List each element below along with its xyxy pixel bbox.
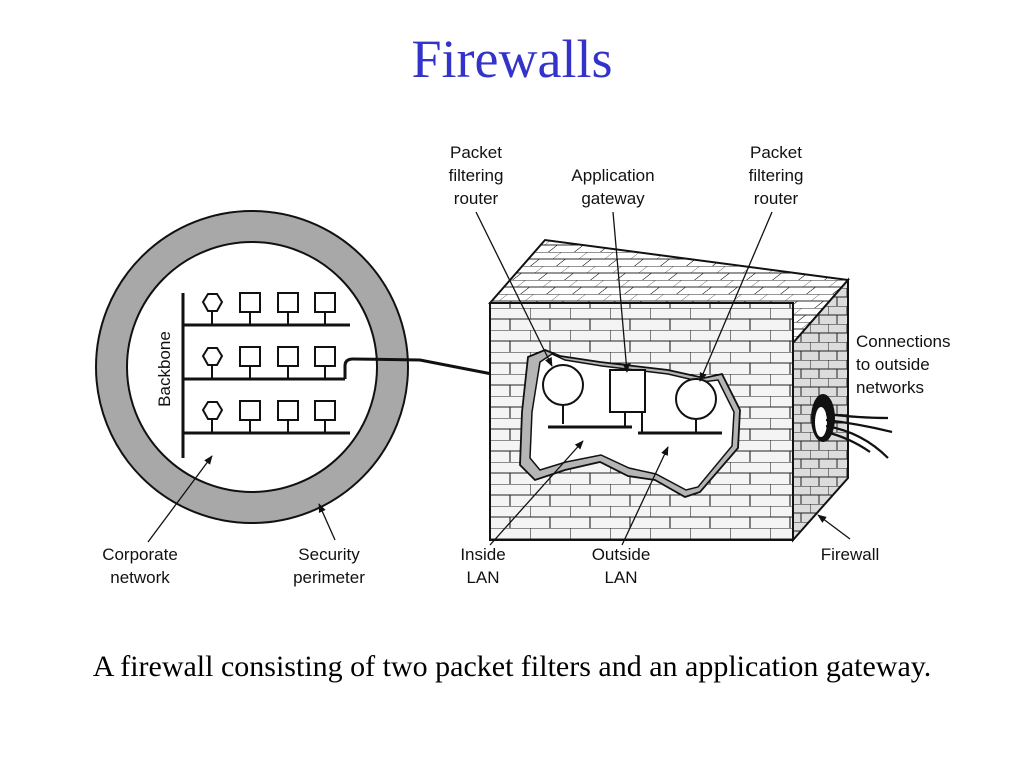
slide-caption: A firewall consisting of two packet filt… xyxy=(92,650,932,683)
svg-text:Application: Application xyxy=(571,166,654,185)
lan-row-2 xyxy=(183,346,345,381)
host-icon xyxy=(239,346,261,367)
host-icon xyxy=(277,400,299,421)
svg-text:LAN: LAN xyxy=(604,568,637,587)
svg-text:Corporate: Corporate xyxy=(102,545,178,564)
label-outside-lan: Outside LAN xyxy=(592,545,651,587)
host-icon xyxy=(314,400,336,421)
svg-text:Packet: Packet xyxy=(750,143,802,162)
label-connections: Connections to outside networks xyxy=(856,332,951,397)
host-icon xyxy=(277,292,299,313)
label-packet-filter-right: Packet filtering router xyxy=(749,143,804,208)
packet-filter-router-outside xyxy=(675,378,717,420)
inside-lan-devices xyxy=(542,364,722,435)
corporate-network-group: Backbone xyxy=(95,210,409,524)
svg-text:router: router xyxy=(754,189,799,208)
link-cable xyxy=(343,357,493,379)
label-application-gateway: Application gateway xyxy=(571,166,654,208)
svg-text:gateway: gateway xyxy=(581,189,645,208)
router-icon xyxy=(201,401,224,420)
label-firewall: Firewall xyxy=(821,545,880,564)
label-inside-lan: Inside LAN xyxy=(460,545,505,587)
svg-text:Inside: Inside xyxy=(460,545,505,564)
host-icon xyxy=(239,292,261,313)
host-icon xyxy=(314,346,336,367)
label-corporate-network: Corporate network xyxy=(102,545,178,587)
svg-text:networks: networks xyxy=(856,378,924,397)
svg-text:perimeter: perimeter xyxy=(293,568,365,587)
router-icon xyxy=(201,293,224,312)
host-icon xyxy=(277,346,299,367)
annotation-arrows xyxy=(147,211,851,546)
host-icon xyxy=(314,292,336,313)
svg-text:Packet: Packet xyxy=(450,143,502,162)
svg-text:router: router xyxy=(454,189,499,208)
lan-row-3 xyxy=(183,400,350,435)
svg-text:filtering: filtering xyxy=(749,166,804,185)
svg-text:network: network xyxy=(110,568,170,587)
svg-text:to outside: to outside xyxy=(856,355,930,374)
router-icon xyxy=(201,347,224,366)
host-icon xyxy=(239,400,261,421)
application-gateway-box xyxy=(609,369,646,413)
svg-text:Connections: Connections xyxy=(856,332,951,351)
outside-connections xyxy=(825,412,893,459)
backbone-label: Backbone xyxy=(155,331,174,407)
svg-text:Security: Security xyxy=(298,545,360,564)
label-packet-filter-left: Packet filtering router xyxy=(449,143,504,208)
packet-filter-router-inside xyxy=(542,364,584,406)
svg-text:filtering: filtering xyxy=(449,166,504,185)
svg-text:Outside: Outside xyxy=(592,545,651,564)
firewall-wall xyxy=(488,238,850,543)
slide-title: Firewalls xyxy=(411,29,613,89)
svg-text:LAN: LAN xyxy=(466,568,499,587)
label-security-perimeter: Security perimeter xyxy=(293,545,365,587)
lan-row-1 xyxy=(183,292,350,327)
